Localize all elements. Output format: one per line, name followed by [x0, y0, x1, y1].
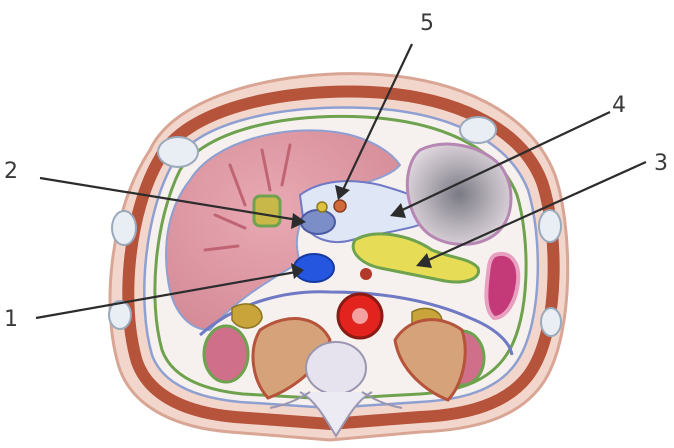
rib-nodule-right-low: [541, 308, 561, 336]
hepatic-artery: [334, 200, 346, 212]
small-vessel: [360, 268, 372, 280]
aorta-lumen: [352, 308, 368, 324]
bile-duct: [317, 202, 327, 212]
callout-1-number: 1: [4, 307, 18, 332]
rib-nodule-left-upper: [158, 137, 198, 167]
callout-3-number: 3: [654, 151, 668, 176]
portal-vein: [301, 210, 335, 234]
callout-4-number: 4: [612, 93, 626, 118]
adrenal-left: [232, 304, 262, 328]
callout-5-number: 5: [420, 11, 434, 36]
rib-nodule-right-mid: [539, 210, 561, 242]
kidney-left: [204, 326, 248, 382]
rib-nodule-right-upper: [460, 117, 496, 143]
callout-2-number: 2: [4, 159, 18, 184]
gallbladder: [254, 196, 280, 226]
rib-nodule-left-mid: [112, 211, 136, 245]
